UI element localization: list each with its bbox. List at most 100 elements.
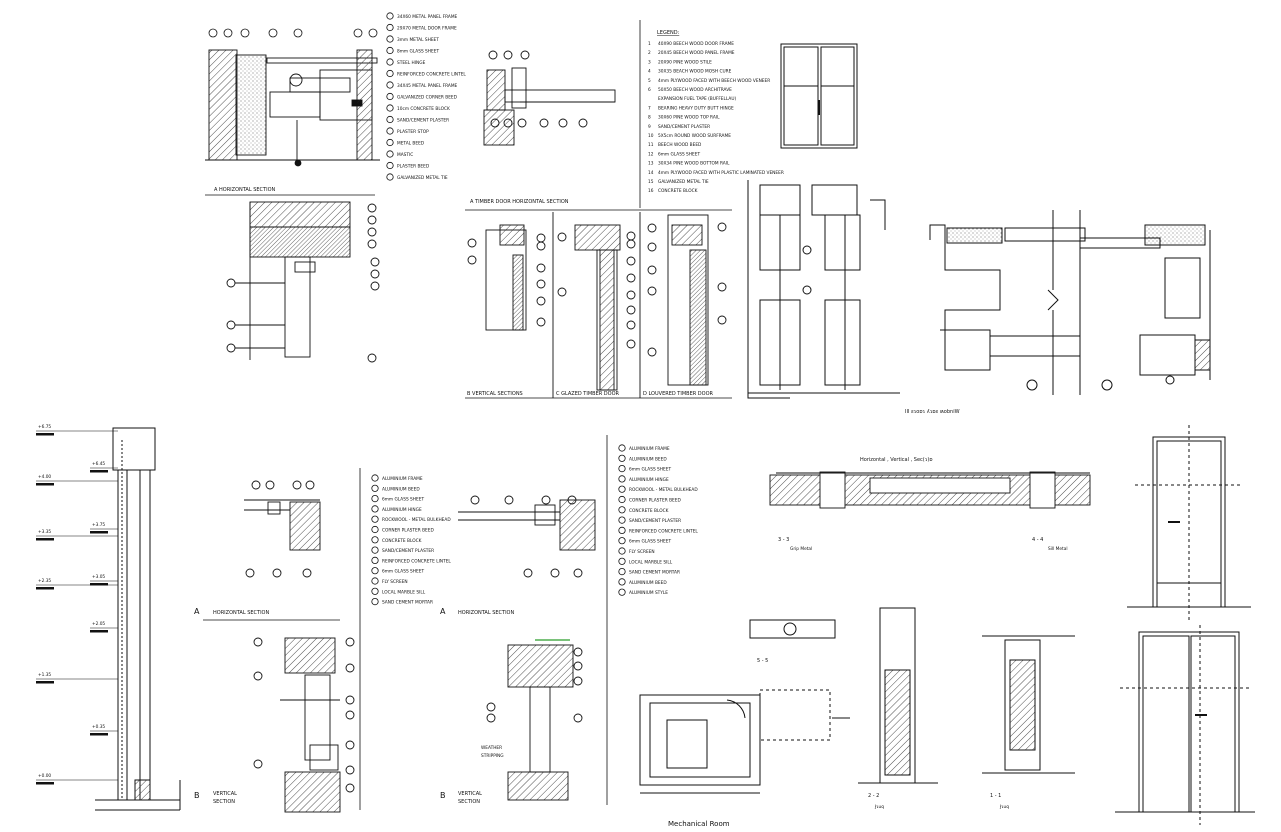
legend-marker: [618, 537, 626, 545]
legend-item: 20X90 PINE WOOD STILE: [658, 59, 712, 65]
legend-item: 5X5cm ROUND WOOD SURFRAME: [658, 133, 731, 139]
legend-marker: [386, 104, 394, 112]
legend-marker: [618, 547, 626, 555]
level-label: +4.00: [38, 474, 51, 480]
legend-item: 40X90 BEECH WOOD DOOR FRAME: [658, 41, 734, 47]
legend-marker: [618, 454, 626, 462]
level-marker: [90, 583, 108, 586]
legend-marker: [371, 577, 379, 585]
legend-marker: [618, 516, 626, 524]
legend-item: 30X35 BEACH WOOD MOSH CURE: [658, 69, 732, 75]
single-door-elevation: [1127, 425, 1251, 620]
legend-marker: [618, 495, 626, 504]
legend-item: ALUMINIUM BEED: [629, 456, 667, 462]
level-label: +3.35: [38, 529, 51, 535]
level-label: +0.00: [38, 773, 51, 779]
timber-legend-title: LEGEND:: [657, 30, 680, 36]
legend-marker: [386, 150, 394, 158]
legend-marker: [371, 567, 379, 575]
legend-item: CONCRETE BLOCK: [629, 508, 669, 514]
level-marker: [90, 470, 108, 473]
level-marker: [90, 733, 108, 736]
level-label: +3.75: [92, 522, 105, 528]
legend-marker: [618, 506, 626, 514]
legend-marker: [386, 115, 394, 124]
door-section-label-1: Horizontal , Vertical , Sec(ɿ)ɒ: [860, 457, 933, 463]
legend-number: 8: [648, 115, 651, 121]
legend-marker: [618, 588, 626, 596]
legend-number: 4: [648, 69, 651, 75]
legend-marker: [371, 474, 379, 482]
legend-marker: [371, 494, 379, 503]
legend-marker: [386, 69, 394, 78]
metal-door-horizontal-section: [205, 49, 380, 165]
timber-vertical-sections: [467, 212, 727, 398]
section-5-5: 5 - 5: [757, 658, 768, 664]
legend-item: CONCRETE BLOCK: [658, 188, 698, 194]
legend-number: 14: [648, 170, 654, 176]
legend-marker: [386, 23, 394, 32]
legend-marker: [386, 138, 394, 147]
legend-item: BEARING HEAVY DUTY BUTT HINGE: [658, 105, 734, 111]
elevation-level-labels: +6.75+6.45+4.00+3.75+3.35+3.05+2.35+2.05…: [36, 424, 118, 785]
legend-item: 6mm GLASS SHEET: [658, 151, 700, 157]
legend-item: 3mm METAL SHEET: [397, 37, 439, 43]
legend-item: ALUMINIUM HINGE: [629, 477, 669, 483]
legend-item: ALUMINIUM HINGE: [382, 507, 422, 513]
level-marker: [90, 531, 108, 534]
legend-item: LOCAL MARBLE SILL: [382, 589, 426, 595]
legend-item: METAL BEED: [397, 141, 425, 147]
legend-item: 6mm GLASS SHEET: [382, 497, 424, 503]
level-marker: [36, 681, 54, 684]
level-label: +1.35: [38, 672, 51, 678]
metal-door-callouts: [208, 28, 378, 167]
door-section-sill: [769, 471, 1091, 509]
section-3-3: 3 - 3: [778, 537, 789, 543]
mechanical-room-plan: [639, 689, 850, 794]
legend-item: GALVANIZED METAL TIE: [397, 175, 448, 181]
legend-item: FLY SCREEN: [382, 579, 408, 585]
legend-marker: [386, 81, 394, 89]
legend-item: 30X60 PINE WOOD TOP RAIL: [658, 115, 720, 121]
level-label: +2.35: [38, 578, 51, 584]
level-label: +3.05: [92, 574, 105, 580]
legend-item: 34X60 METAL PANEL FRAME: [397, 14, 458, 20]
legend-marker: [618, 475, 626, 483]
aluminium-window-horizontal-section-2: [458, 495, 596, 578]
legend-item: ALUMINIUM STYLE: [629, 590, 668, 596]
legend-item: MASTIC: [397, 152, 413, 158]
aluminium-window-vertical-section-1: [253, 637, 355, 813]
legend-item: 4mm PLYWOOD FACED WITH PLASTIC LAMINATED…: [658, 170, 784, 176]
section-3-3-sub: Grip Metal: [790, 546, 812, 552]
legend-marker: [371, 546, 379, 554]
building-wall-section: [95, 427, 181, 811]
legend-item: GALVANIZED METAL TIE: [658, 179, 709, 185]
legend-item: SAND CEMENT MORTAR: [629, 570, 680, 576]
legend-item: ALUMINIUM BEED: [629, 580, 667, 586]
legend-marker: [386, 58, 394, 66]
mechanical-room-title: Mechanical Room: [668, 820, 730, 828]
legend-marker: [386, 35, 394, 43]
legend-number: 6: [648, 87, 651, 93]
legend-item: BEECH WOOD BEED: [658, 142, 702, 148]
level-marker: [36, 587, 54, 590]
legend-number: 12: [648, 151, 654, 157]
legend-item: REINFORCED CONCRETE LINTEL: [397, 72, 466, 78]
alu1-horizontal-caption: HORIZONTAL SECTION: [213, 610, 269, 616]
legend-item: FLY SCREEN: [629, 549, 655, 555]
aluminium-window-vertical-section-2: [486, 639, 583, 801]
legend-number: 15: [648, 179, 654, 185]
legend-item: 34X45 METAL PANEL FRAME: [397, 83, 458, 89]
legend-marker: [386, 127, 394, 135]
legend-item: CONCRETE BLOCK: [382, 538, 422, 544]
level-label: +2.05: [92, 621, 105, 627]
legend-marker: [371, 587, 379, 595]
timber-door-horizontal-section: [483, 50, 616, 146]
timber-caption-c: C GLAZED TIMBER DOOR: [556, 391, 620, 397]
